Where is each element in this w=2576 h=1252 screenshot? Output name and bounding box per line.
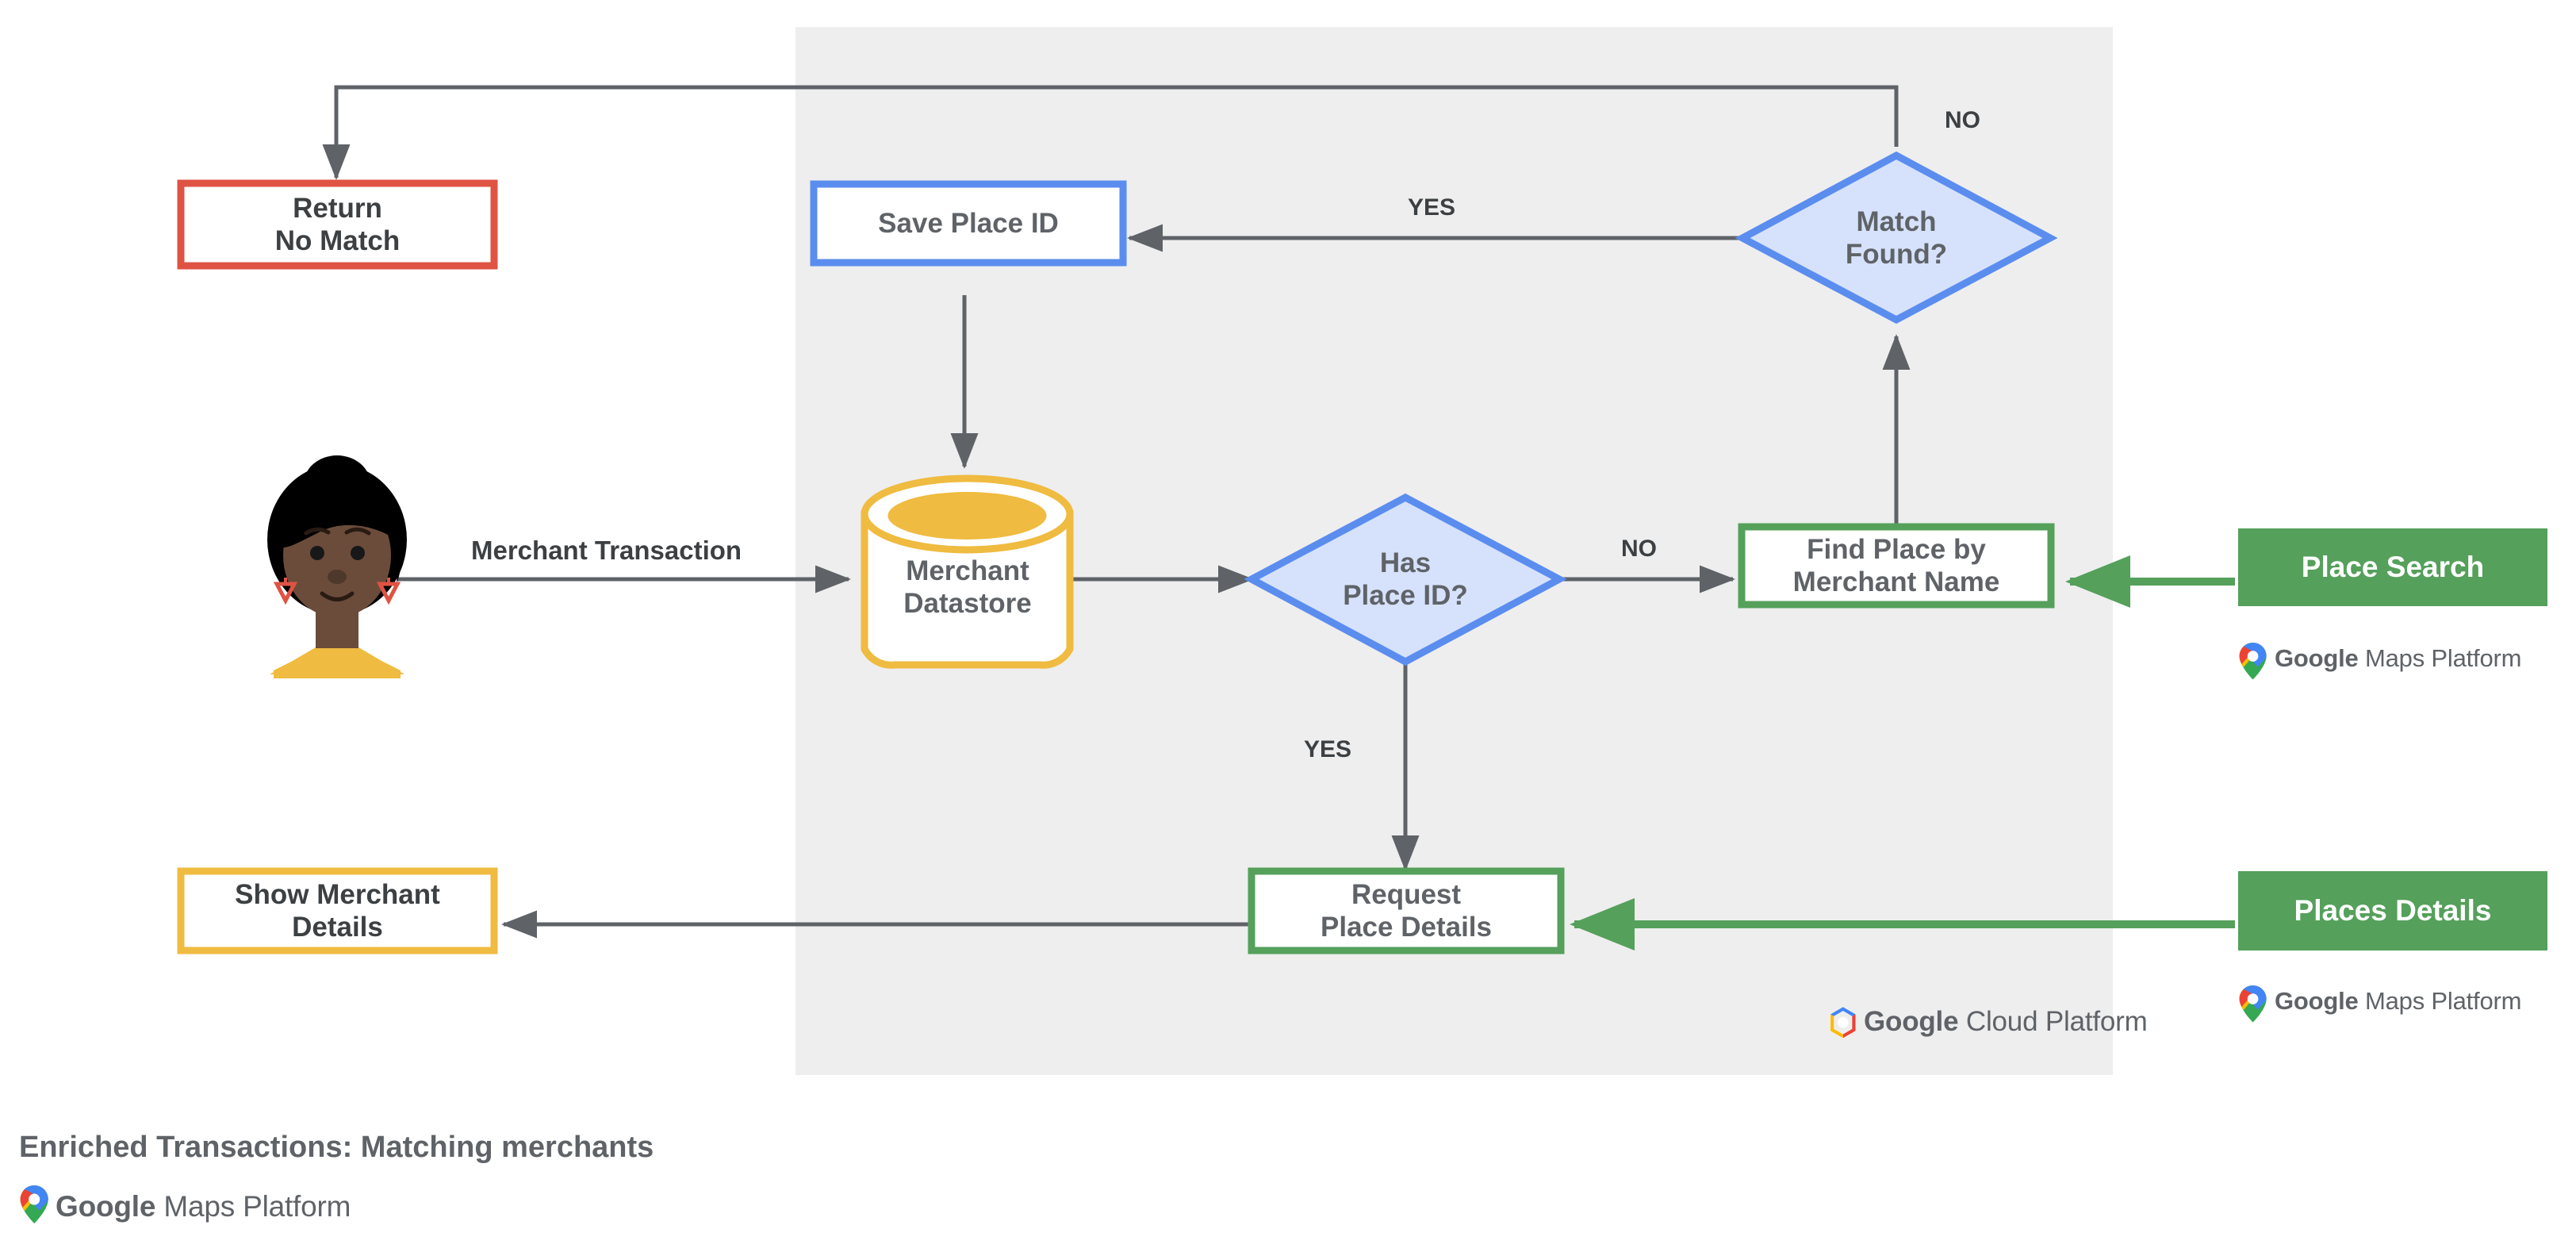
google-maps-platform-logo-places-details: Google Maps Platform — [2275, 987, 2521, 1016]
edge-label-merchant-transaction: Merchant Transaction — [471, 536, 742, 565]
edge-label-match-found-yes: YES — [1408, 194, 1456, 221]
google-maps-platform-logo-place-search: Google Maps Platform — [2275, 644, 2521, 673]
edge-match-found-no — [322, 85, 1899, 181]
gcp-bold-word: Google — [1864, 1006, 1959, 1037]
node-find-place-by-merchant-name[interactable] — [1738, 523, 2055, 609]
gmp-bold-word: Google — [56, 1190, 156, 1223]
maps-pin-icon-place-search — [2239, 643, 2267, 680]
google-cloud-platform-logo: Google Cloud Platform — [1864, 1006, 2148, 1038]
gmp-thin-word: Maps Platform — [155, 1190, 351, 1223]
node-return-no-match[interactable] — [177, 179, 498, 270]
gmp-bold-word: Google — [2275, 987, 2359, 1015]
maps-pin-icon-places-details — [2239, 985, 2267, 1023]
node-save-place-id[interactable] — [810, 180, 1127, 267]
merchant-customer-avatar — [267, 455, 407, 678]
edge-label-match-found-no: NO — [1945, 107, 1980, 133]
gcp-thin-word: Cloud Platform — [1958, 1006, 2148, 1037]
node-request-place-details[interactable] — [1248, 867, 1565, 954]
gmp-thin-word: Maps Platform — [2358, 644, 2522, 672]
node-show-merchant-details[interactable] — [177, 867, 498, 954]
maps-pin-icon-caption — [20, 1185, 48, 1223]
gmp-thin-word: Maps Platform — [2358, 987, 2522, 1015]
edge-label-has-place-id-no: NO — [1621, 536, 1657, 562]
node-place-search[interactable] — [2238, 528, 2547, 606]
node-places-details[interactable] — [2238, 871, 2547, 951]
node-merchant-datastore[interactable] — [861, 474, 1074, 669]
edge-label-has-place-id-yes: YES — [1304, 736, 1352, 762]
google-maps-platform-logo-caption: Google Maps Platform — [56, 1190, 351, 1223]
gmp-bold-word: Google — [2275, 644, 2359, 672]
diagram-caption: Enriched Transactions: Matching merchant… — [19, 1131, 654, 1164]
node-match-found[interactable] — [1735, 151, 2058, 325]
node-has-place-id[interactable] — [1244, 493, 1567, 666]
cloud-platform-hex-icon — [1830, 1007, 1856, 1039]
